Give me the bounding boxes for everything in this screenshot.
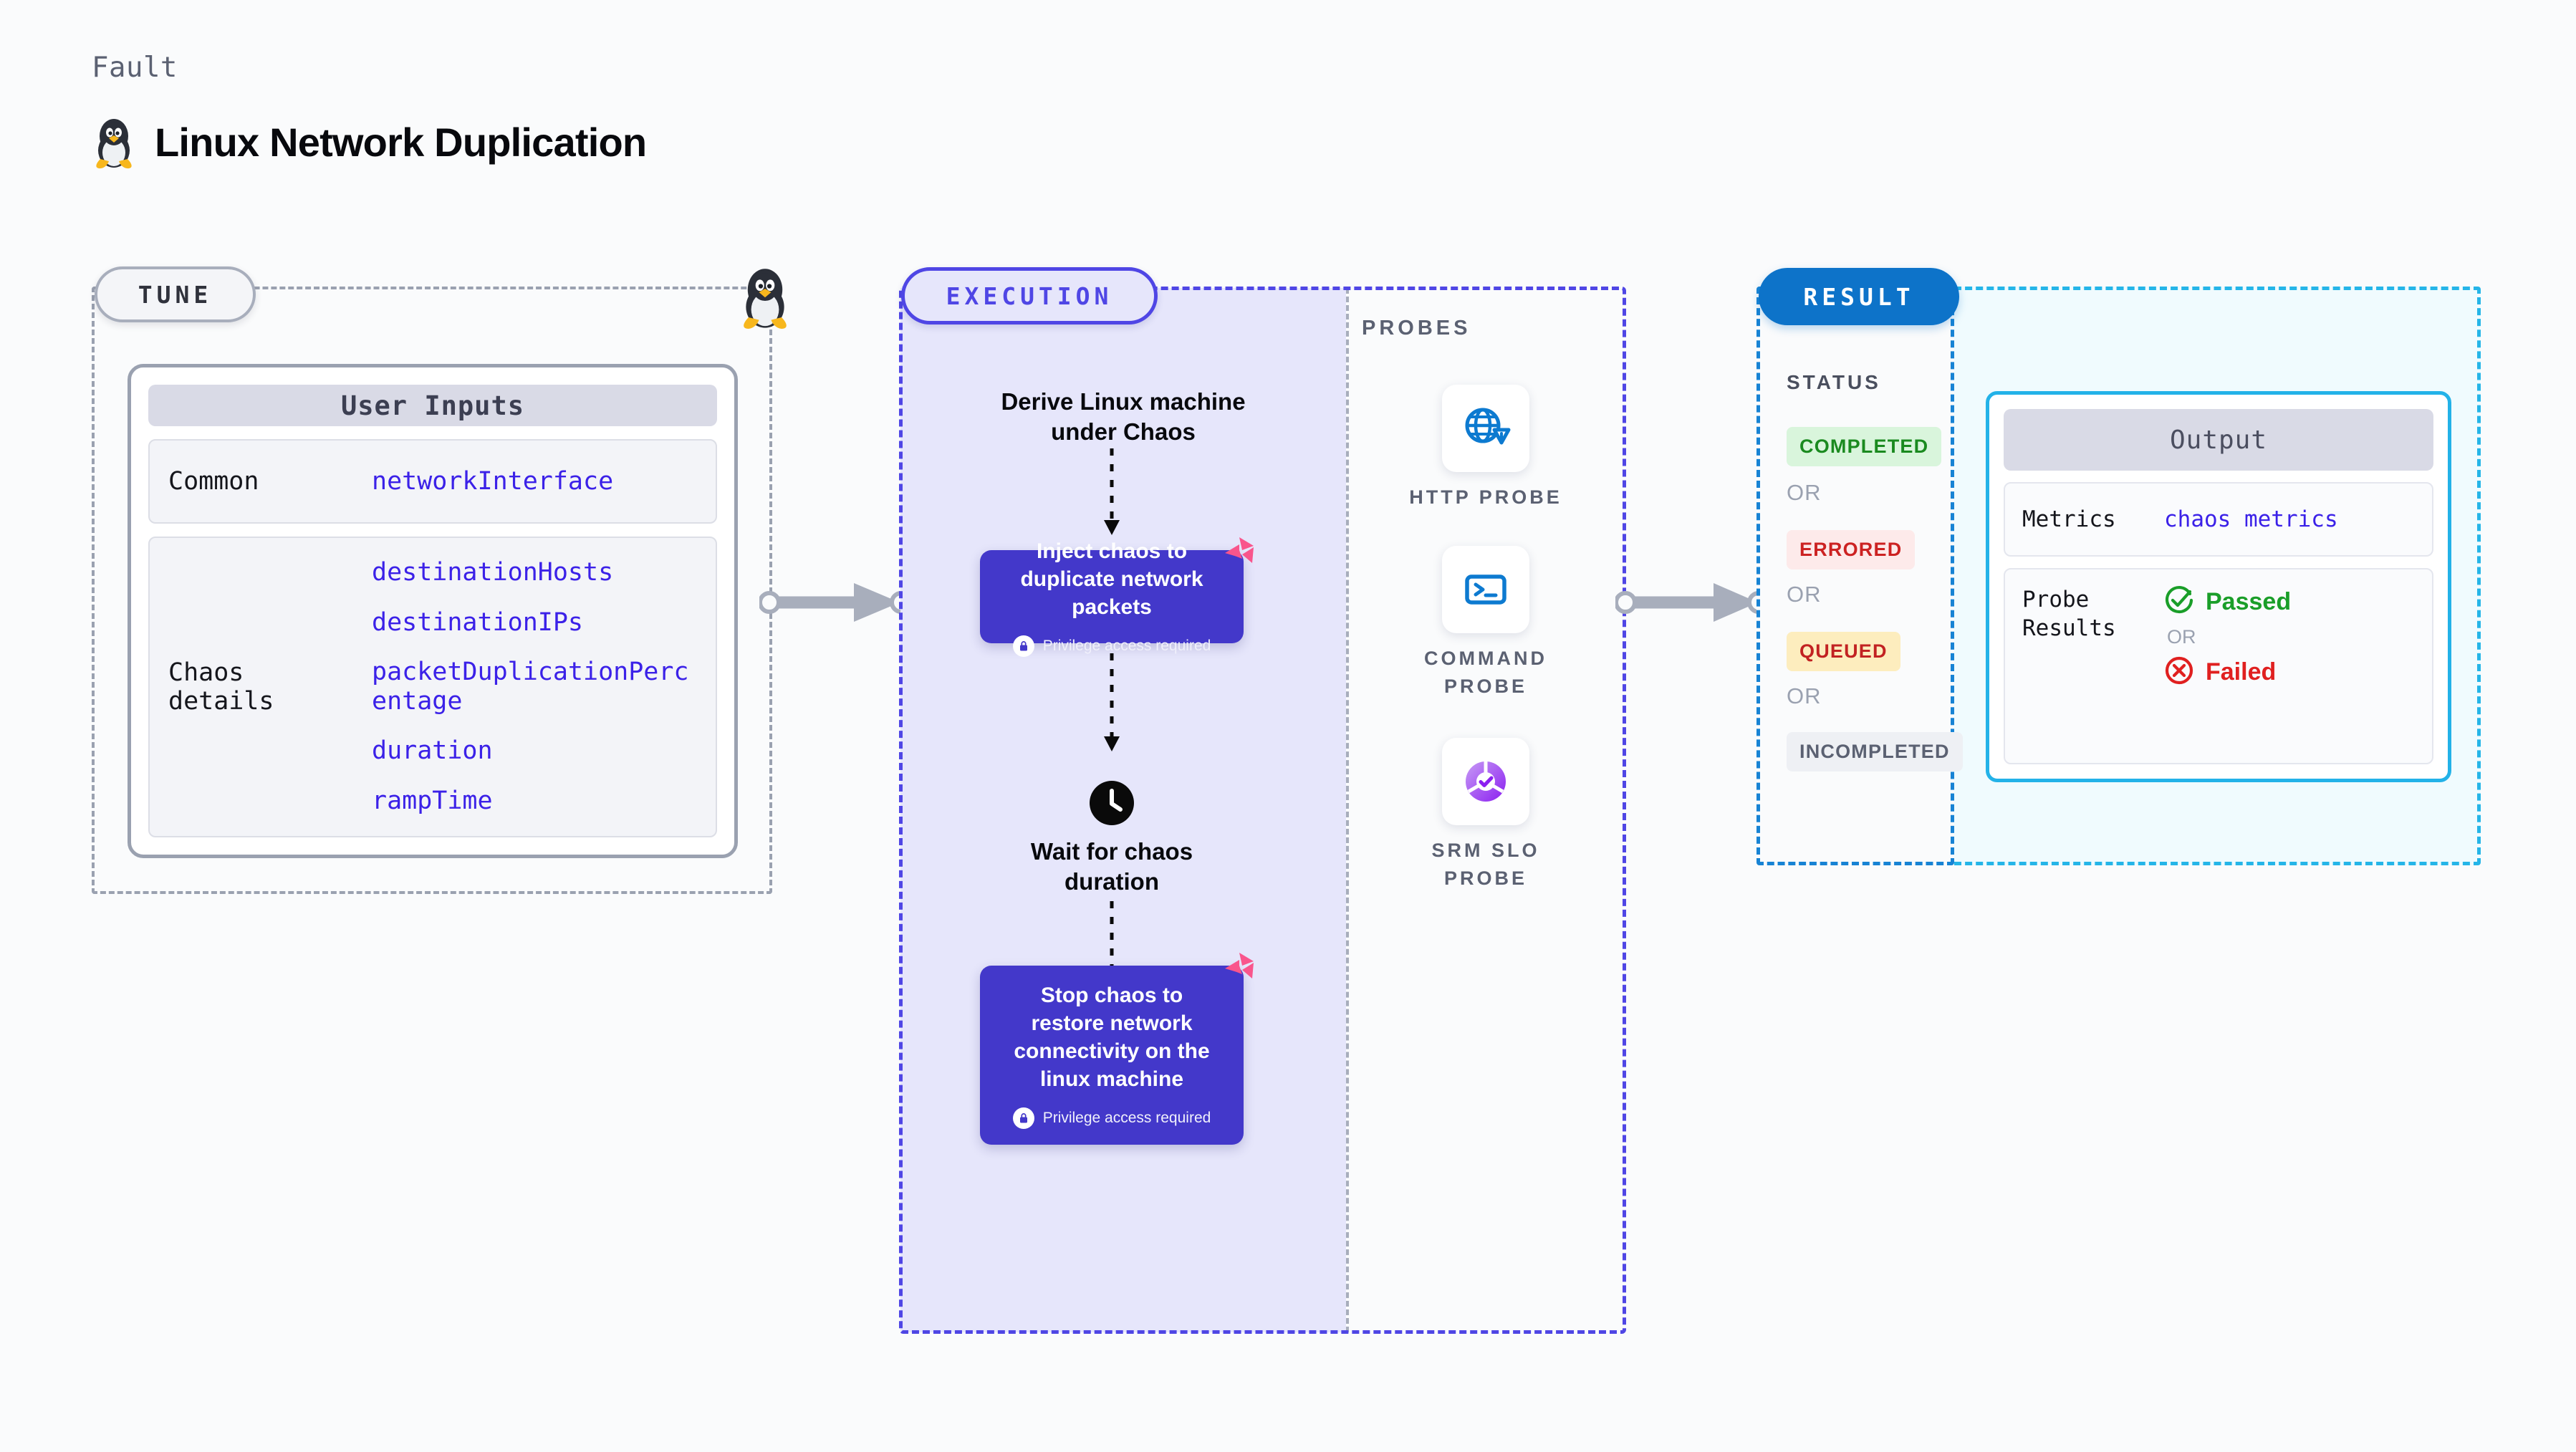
passed-label: Passed	[2206, 588, 2292, 615]
lock-icon	[1012, 1107, 1034, 1129]
execution-step-derive-title: Derive Linux machine under Chaos	[1001, 388, 1246, 446]
litmus-logo-icon	[1221, 950, 1258, 991]
probes-section-title: PROBES	[1362, 317, 1471, 340]
fault-title-row: Linux Network Duplication	[92, 115, 647, 169]
probe-result-values: Passed OR Failed	[2164, 585, 2291, 689]
row-values: networkInterface	[372, 467, 613, 496]
card-text: Inject chaos to duplicate network packet…	[1020, 539, 1203, 619]
status-badge-incompleted: INCOMPLETED	[1787, 732, 1963, 771]
fault-kicker-label: Fault	[92, 52, 178, 84]
probe-label: HTTP PROBE	[1409, 486, 1562, 508]
probe-label: SRM SLO PROBE	[1431, 840, 1540, 890]
output-row-probe-results: Probe Results Passed OR	[2004, 568, 2433, 764]
litmus-logo-icon	[1221, 534, 1258, 575]
tune-panel	[92, 287, 772, 894]
terminal-icon	[1442, 546, 1529, 633]
execution-section-pill[interactable]: EXECUTION	[901, 267, 1158, 324]
status-badge-queued: QUEUED	[1787, 632, 1900, 671]
probe-result-failed: Failed	[2164, 655, 2291, 689]
user-inputs-row-common: Common networkInterface	[148, 439, 717, 524]
tune-linux-tux-icon	[738, 264, 792, 333]
output-row-metrics: Metrics chaos metrics	[2004, 482, 2433, 557]
output-key-probe-results: Probe Results	[2022, 587, 2116, 642]
probe-label: COMMAND PROBE	[1424, 648, 1547, 698]
lock-icon	[1012, 635, 1034, 657]
param-ramptime[interactable]: rampTime	[372, 786, 493, 815]
probe-result-passed: Passed	[2164, 585, 2291, 619]
globe-warning-icon	[1442, 385, 1529, 472]
param-networkinterface[interactable]: networkInterface	[372, 466, 614, 496]
tune-section-pill[interactable]: TUNE	[95, 266, 256, 322]
user-inputs-card: User Inputs Common networkInterface Chao…	[128, 364, 738, 858]
card-text: Stop chaos to restore network connectivi…	[1014, 984, 1210, 1091]
result-section-pill[interactable]: RESULT	[1759, 268, 1959, 325]
probe-item-command[interactable]: COMMAND PROBE	[1378, 546, 1593, 701]
status-title: STATUS	[1787, 371, 1881, 393]
x-circle-icon	[2164, 655, 2194, 689]
page-title: Linux Network Duplication	[155, 119, 647, 165]
row-values: destinationHosts destinationIPs packetDu…	[372, 558, 697, 816]
status-or-1: OR	[1787, 480, 1822, 505]
linux-tux-icon	[92, 115, 136, 169]
privilege-text: Privilege access required	[1042, 1110, 1211, 1126]
flow-connector-2	[1104, 653, 1120, 751]
probe-result-or: OR	[2167, 626, 2196, 648]
privilege-note: Privilege access required	[1012, 1107, 1211, 1129]
probe-item-srm-slo[interactable]: SRM SLO PROBE	[1378, 738, 1593, 893]
param-packetduplicationpercentage[interactable]: packetDuplicationPercentage	[372, 657, 689, 716]
param-duration[interactable]: duration	[372, 736, 493, 766]
execution-card-stop-chaos[interactable]: Stop chaos to restore network connectivi…	[980, 953, 1254, 1145]
check-circle-icon	[2164, 585, 2194, 619]
arrow-tune-to-execution	[759, 583, 913, 622]
privilege-note: Privilege access required	[1012, 635, 1211, 657]
param-destinationhosts[interactable]: destinationHosts	[372, 558, 614, 587]
row-key: Chaos details	[168, 658, 274, 716]
clock-icon	[1090, 781, 1134, 829]
execution-step-wait-title: Wait for chaos duration	[1030, 838, 1193, 895]
probe-item-http[interactable]: HTTP PROBE	[1378, 385, 1593, 511]
flow-connector-1	[1104, 448, 1120, 535]
privilege-text: Privilege access required	[1042, 637, 1211, 654]
output-key-metrics: Metrics	[2022, 506, 2116, 532]
failed-label: Failed	[2206, 658, 2277, 686]
status-or-2: OR	[1787, 582, 1822, 607]
output-card: Output Metrics chaos metrics Probe Resul…	[1986, 391, 2451, 782]
user-inputs-header: User Inputs	[148, 385, 717, 427]
row-key: Common	[168, 467, 259, 496]
srm-slo-donut-icon	[1442, 738, 1529, 825]
execution-panel	[899, 287, 1626, 1334]
status-or-3: OR	[1787, 683, 1822, 708]
arrow-probes-to-result	[1615, 583, 1770, 622]
execution-card-inject-chaos[interactable]: Inject chaos to duplicate network packet…	[980, 537, 1254, 657]
status-badge-errored: ERRORED	[1787, 530, 1916, 569]
status-badge-completed: COMPLETED	[1787, 427, 1942, 466]
output-header: Output	[2004, 409, 2433, 471]
output-value-metrics[interactable]: chaos metrics	[2164, 506, 2338, 532]
param-destinationips[interactable]: destinationIPs	[372, 607, 584, 637]
user-inputs-row-chaos-details: Chaos details destinationHosts destinati…	[148, 537, 717, 837]
